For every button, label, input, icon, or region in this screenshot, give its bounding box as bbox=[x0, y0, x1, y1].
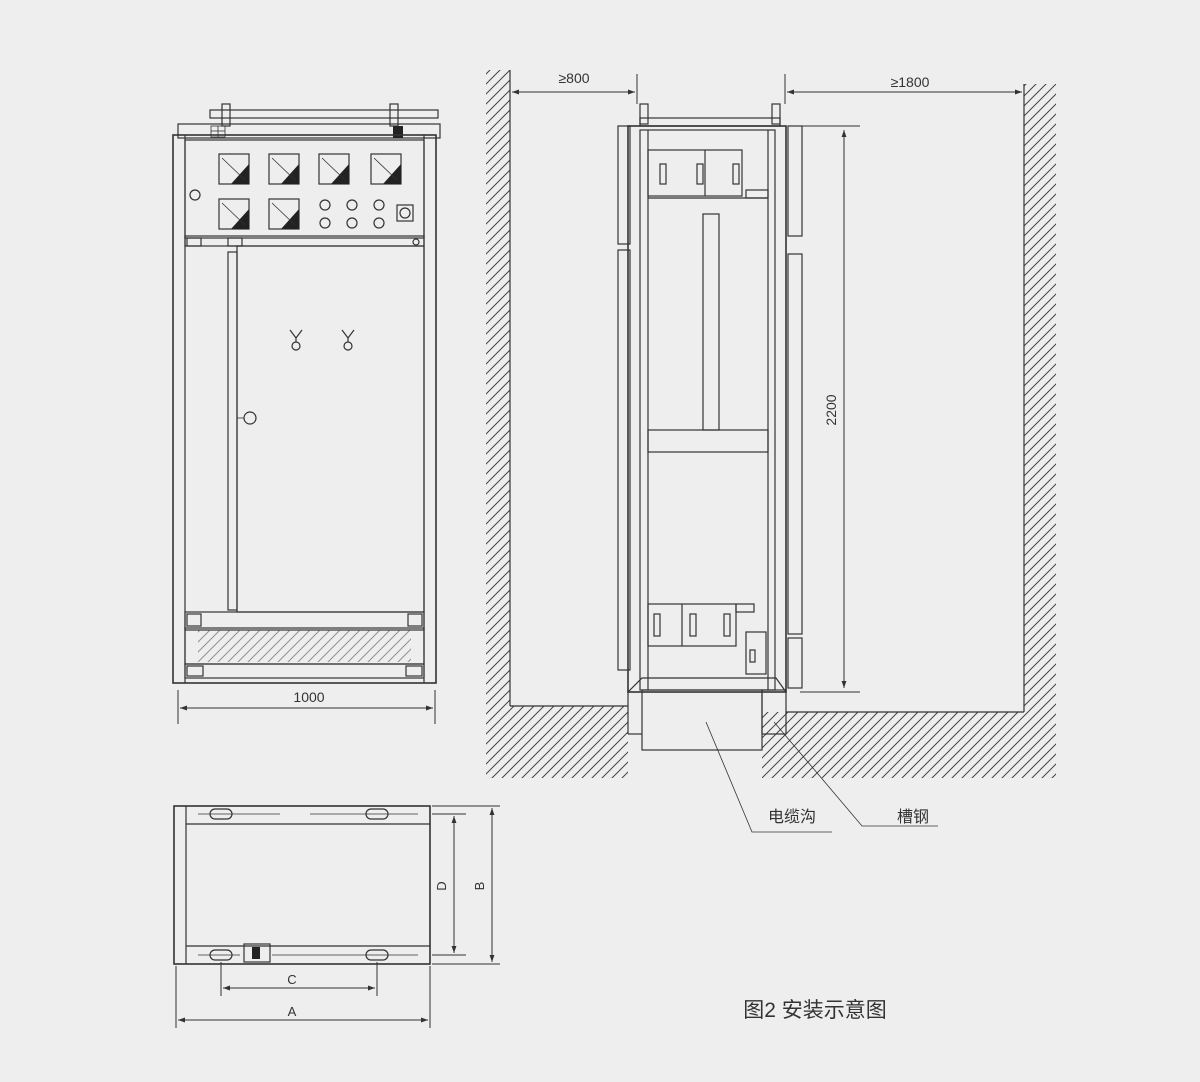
mounting-holes bbox=[198, 808, 418, 961]
plan-view: C A D B bbox=[173, 805, 500, 1028]
left-clearance-label: ≥800 bbox=[558, 70, 589, 86]
floor-right bbox=[762, 712, 1024, 778]
busbar bbox=[702, 213, 720, 431]
floor-left bbox=[510, 706, 628, 778]
door-hinge-bar bbox=[227, 251, 238, 611]
height-label: 2200 bbox=[823, 394, 839, 425]
base-frame bbox=[173, 805, 431, 965]
base-terminal bbox=[243, 943, 271, 963]
front-view: 1000 bbox=[172, 103, 441, 724]
top-marker bbox=[393, 126, 403, 138]
door-handle bbox=[243, 411, 257, 425]
meter-row-top bbox=[218, 153, 402, 185]
cabinet-door bbox=[236, 245, 425, 613]
upper-breaker bbox=[647, 149, 743, 197]
panel-lock bbox=[189, 189, 201, 201]
left-wall bbox=[486, 70, 510, 778]
mid-beam bbox=[647, 429, 769, 453]
channel-steel-leader bbox=[773, 721, 938, 827]
right-clearance-label: ≥1800 bbox=[891, 74, 930, 90]
lifting-lug-right bbox=[389, 103, 399, 127]
cable-trench-leader bbox=[705, 721, 832, 833]
switch-handles bbox=[289, 329, 355, 351]
side-cabinet-outline bbox=[627, 125, 787, 693]
plan-label-b: B bbox=[472, 882, 487, 891]
lifting-lug-left bbox=[221, 103, 231, 127]
plan-label-a: A bbox=[288, 1004, 297, 1019]
indicator-lamps bbox=[319, 199, 385, 229]
cable-trench-label: 电缆沟 bbox=[768, 808, 816, 826]
meter-panel bbox=[184, 139, 425, 239]
plan-label-c: C bbox=[287, 972, 296, 987]
lower-breaker bbox=[647, 603, 737, 647]
side-view: ≥800 ≥1800 2200 电缆沟 槽钢 bbox=[486, 70, 1056, 833]
channel-steel-label: 槽钢 bbox=[897, 808, 929, 826]
right-wall bbox=[1024, 84, 1056, 778]
cabinet-outline bbox=[172, 134, 437, 684]
top-rail bbox=[209, 109, 439, 119]
figure-caption: 图2 安装示意图 bbox=[743, 999, 887, 1022]
front-width-label: 1000 bbox=[293, 689, 324, 705]
push-button bbox=[396, 204, 414, 222]
meter-row-bottom bbox=[218, 198, 300, 230]
top-cap bbox=[177, 123, 441, 139]
plan-label-d: D bbox=[434, 881, 449, 890]
